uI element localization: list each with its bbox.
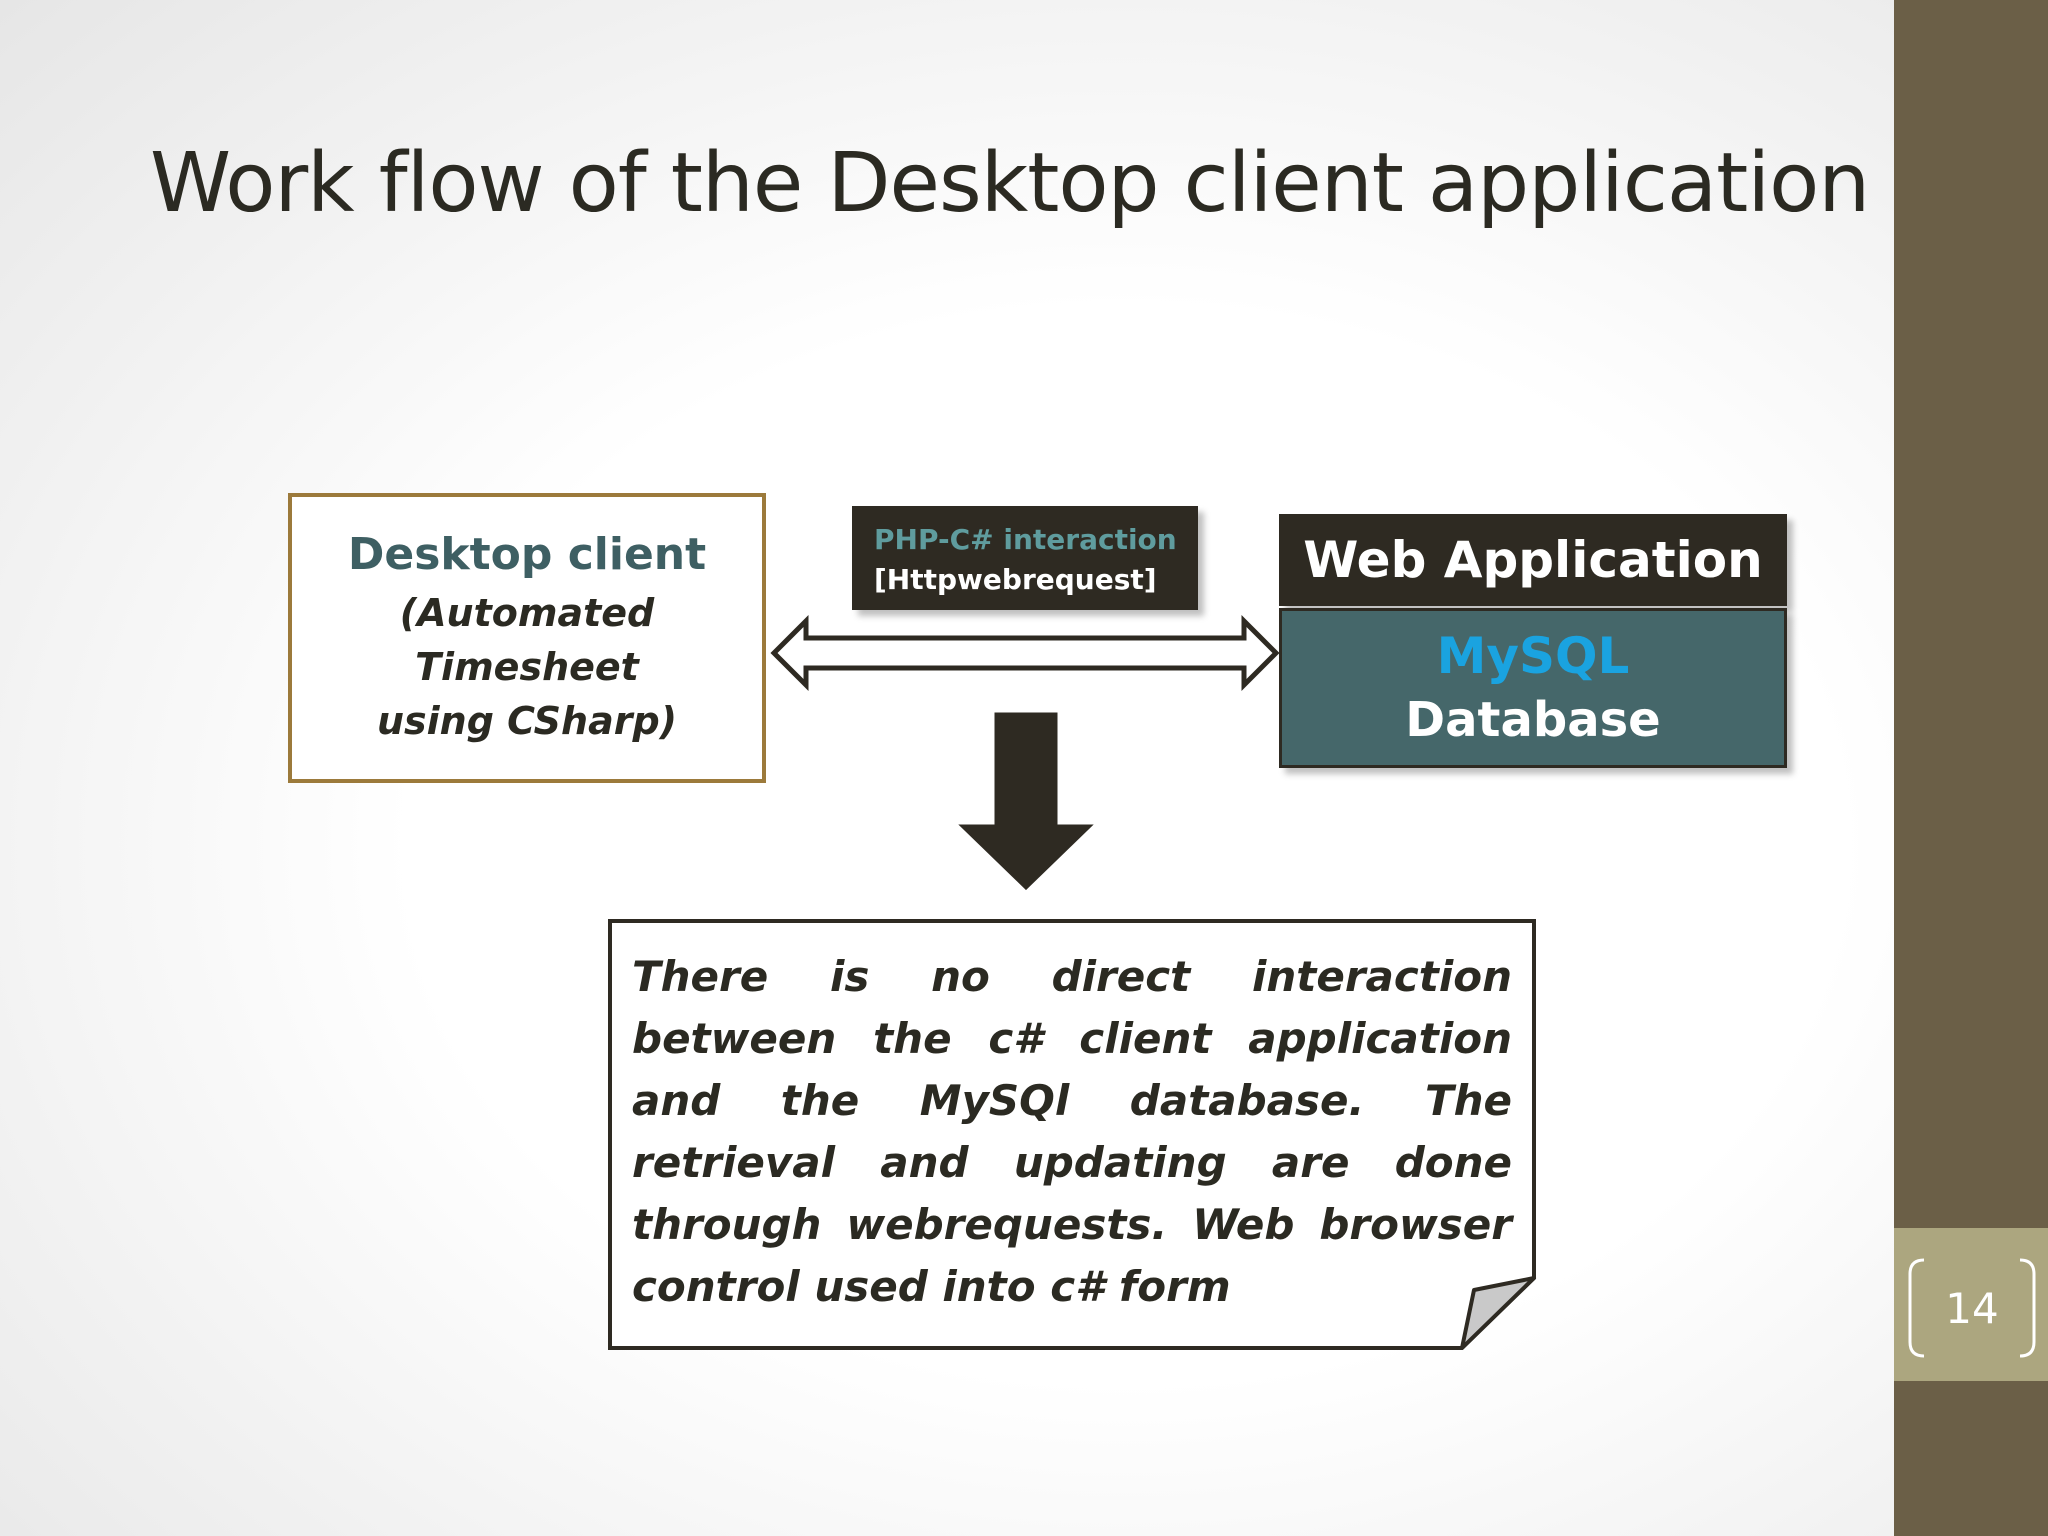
interaction-label-line2: [Httpwebrequest] — [874, 563, 1157, 596]
web-application-header: Web Application — [1279, 514, 1787, 606]
interaction-label-box: PHP-C# interaction [Httpwebrequest] — [852, 506, 1198, 610]
desktop-client-box: Desktop client (Automated Timesheet usin… — [288, 493, 766, 783]
desktop-client-title: Desktop client — [347, 528, 707, 580]
double-arrow-icon — [770, 614, 1280, 692]
database-name: MySQL — [1436, 627, 1630, 685]
note-text: There is no direct interaction between t… — [632, 952, 1512, 1311]
desktop-client-subtitle-line2: using CSharp) — [376, 698, 678, 743]
note-fold-icon — [1460, 1276, 1536, 1350]
diagram-connectors — [608, 614, 1536, 1350]
database-box: MySQL Database — [1279, 608, 1787, 768]
database-label: Database — [1405, 692, 1661, 748]
slide: Work flow of the Desktop client applicat… — [150, 136, 1870, 1350]
slide-title: Work flow of the Desktop client applicat… — [150, 136, 1870, 231]
page-number: 14 — [1945, 1283, 1999, 1333]
desktop-client-subtitle-line1: (Automated Timesheet — [399, 590, 655, 689]
interaction-label-line1: PHP-C# interaction — [874, 523, 1177, 556]
page-number-brackets-icon — [1908, 1258, 2036, 1358]
down-arrow-icon — [958, 712, 1094, 891]
